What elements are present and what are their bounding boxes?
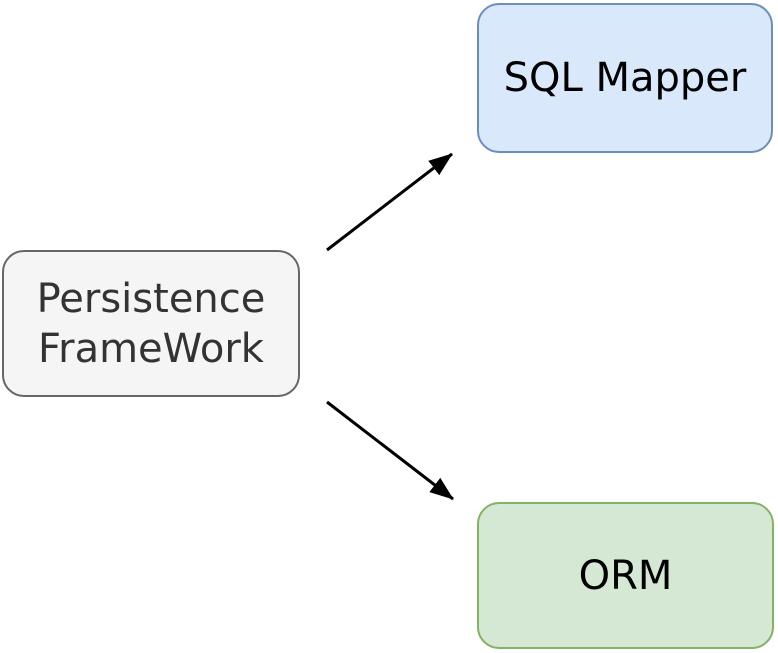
node-label-line-2: FrameWork [38,325,264,372]
node-persistence-framework[interactable]: Persistence FrameWork [2,250,300,397]
node-label-line-1: Persistence [36,275,266,322]
node-orm-label: ORM [578,552,673,599]
node-sql-mapper[interactable]: SQL Mapper [477,3,773,153]
node-orm[interactable]: ORM [477,502,774,649]
node-persistence-framework-label: Persistence FrameWork [37,274,266,374]
node-sql-mapper-label: SQL Mapper [503,55,747,101]
arrow-persistence-to-orm [326,400,454,501]
arrow-persistence-to-sql-mapper [326,152,453,252]
